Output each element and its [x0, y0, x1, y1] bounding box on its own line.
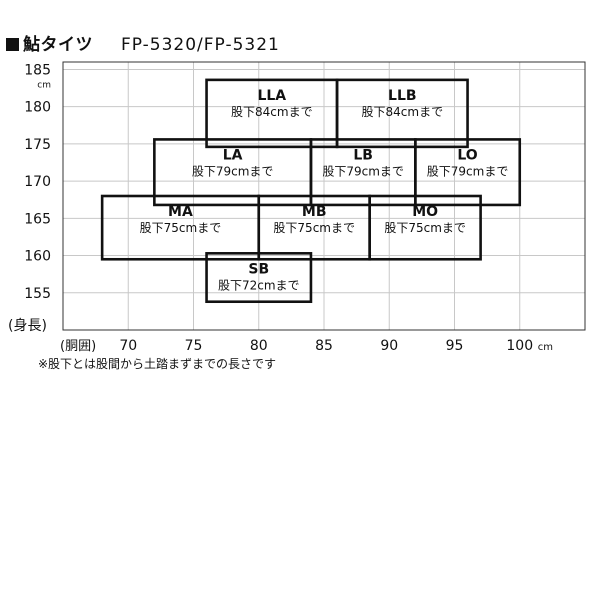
- y-tick-label: 170: [24, 174, 51, 190]
- size-name-mb: MB: [302, 204, 327, 220]
- size-inseam-llb: 股下84cmまで: [362, 105, 444, 119]
- size-inseam-ma: 股下75cmまで: [140, 221, 222, 235]
- y-axis-label: (身長): [8, 318, 47, 334]
- size-name-llb: LLB: [388, 88, 417, 104]
- size-inseam-lla: 股下84cmまで: [231, 105, 313, 119]
- y-tick-label: 180: [24, 100, 51, 116]
- size-name-ma: MA: [168, 204, 193, 220]
- chart-title: 鮎タイツ FP-5320/FP-5321: [6, 30, 280, 55]
- size-name-mo: MO: [412, 204, 438, 220]
- x-unit-label: cm: [538, 342, 553, 353]
- y-tick-label: 175: [24, 137, 51, 153]
- inseam-note: ※股下とは股間から土踏まずまでの長さです: [38, 357, 277, 371]
- size-chart: 155 160 165 170 175 180 185 cm (身長) 70 75 80 85 90 95 1…: [8, 61, 586, 354]
- square-bullet-icon: [6, 38, 19, 51]
- y-tick-label: 160: [24, 249, 51, 265]
- model-number: FP-5320/FP-5321: [121, 35, 280, 55]
- size-name-sb: SB: [248, 261, 269, 277]
- x-axis-label: (胴囲): [60, 339, 96, 354]
- y-tick-label: 185: [24, 62, 51, 78]
- x-tick-label: 95: [446, 338, 464, 354]
- x-tick-label: 85: [315, 338, 333, 354]
- size-inseam-lb: 股下79cmまで: [322, 164, 404, 178]
- x-tick-label: 100: [506, 338, 533, 354]
- size-inseam-lo: 股下79cmまで: [427, 164, 509, 178]
- y-tick-label: 165: [24, 211, 51, 227]
- y-unit-label: cm: [37, 80, 51, 90]
- x-tick-label: 80: [250, 338, 268, 354]
- size-box-mo: [368, 194, 482, 261]
- x-tick-label: 75: [185, 338, 203, 354]
- x-tick-label: 90: [380, 338, 398, 354]
- size-name-lo: LO: [457, 147, 477, 163]
- size-box-lo: [414, 138, 522, 207]
- size-box-llb: [335, 78, 469, 149]
- plot-frame: [62, 61, 586, 331]
- size-name-lla: LLA: [257, 88, 286, 104]
- size-inseam-mo: 股下75cmまで: [384, 221, 466, 235]
- size-name-la: LA: [223, 147, 243, 163]
- size-inseam-mb: 股下75cmまで: [273, 221, 355, 235]
- product-name: 鮎タイツ: [23, 35, 93, 55]
- y-tick-label: 155: [24, 286, 51, 302]
- size-name-lb: LB: [353, 147, 373, 163]
- size-box-sb: [205, 252, 313, 304]
- x-tick-label: 70: [119, 338, 137, 354]
- size-inseam-sb: 股下72cmまで: [218, 278, 300, 292]
- size-inseam-la: 股下79cmまで: [192, 164, 274, 178]
